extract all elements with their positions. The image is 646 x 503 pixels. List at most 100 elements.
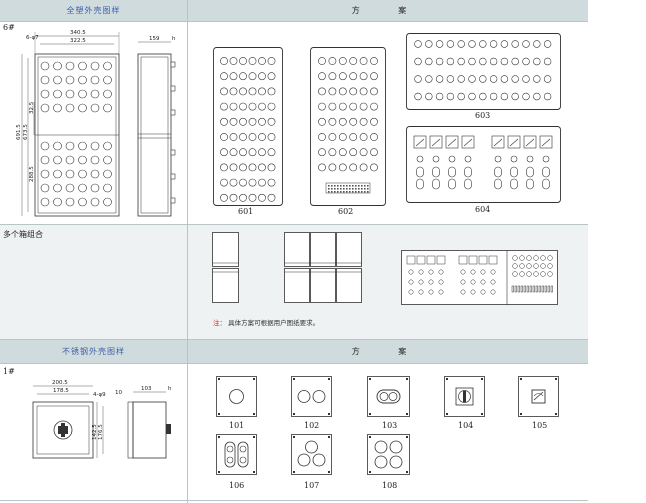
hole [318, 102, 326, 111]
hole [248, 148, 257, 157]
hole [522, 57, 530, 66]
hole [239, 178, 247, 187]
hole [229, 117, 238, 126]
hole [464, 155, 472, 163]
hole [267, 148, 276, 157]
meter-needle [415, 138, 425, 147]
hole [522, 40, 530, 48]
hole [267, 72, 276, 81]
hole [359, 57, 368, 65]
hole [90, 197, 100, 207]
terminal [352, 191, 354, 193]
hole [65, 197, 75, 207]
hole [267, 117, 276, 126]
hole [267, 133, 276, 141]
terminal [331, 188, 333, 190]
hole [446, 40, 455, 48]
hole [248, 102, 257, 111]
hole [53, 169, 62, 179]
hole [103, 61, 112, 71]
dim-200-5: 200.5 [52, 380, 68, 386]
hole [512, 271, 518, 277]
caption-106: 106 [229, 481, 245, 490]
terminal [358, 185, 360, 187]
dim-288-5: 288.5 [29, 166, 35, 182]
terminal [334, 191, 336, 193]
hole [470, 279, 476, 285]
hole [460, 269, 466, 275]
dim-178-5: 178.5 [53, 388, 69, 394]
hole [318, 72, 326, 81]
hole [359, 87, 368, 96]
hole [500, 75, 509, 83]
hole [328, 72, 337, 81]
hole [349, 148, 358, 157]
hole [489, 75, 498, 83]
terminal [523, 285, 526, 293]
hole [414, 57, 422, 66]
caption-602: 602 [338, 207, 354, 216]
hole [328, 57, 337, 65]
hole [489, 92, 498, 101]
hole [359, 72, 368, 81]
hole [338, 87, 347, 96]
hole [489, 57, 498, 66]
switch-slot [432, 178, 440, 190]
switch-slot [494, 166, 502, 178]
hole [258, 193, 266, 202]
hole [510, 155, 518, 163]
hole [258, 102, 266, 111]
hole [438, 289, 444, 295]
terminal [355, 188, 357, 190]
terminal [547, 285, 550, 293]
hole [220, 148, 228, 157]
caption-108: 108 [382, 481, 398, 490]
meter-needle [525, 138, 535, 147]
hole [425, 75, 433, 83]
hole [519, 263, 525, 269]
meter-needle [509, 138, 519, 147]
switch-slot [542, 178, 550, 190]
terminal [349, 188, 351, 190]
hole [494, 155, 502, 163]
dim-691-5: 691.5 [16, 124, 22, 140]
hole [500, 92, 509, 101]
row-divider-4 [0, 363, 588, 364]
hole [239, 102, 247, 111]
hole [470, 289, 476, 295]
hole [479, 40, 487, 48]
hole [328, 102, 337, 111]
terminal [511, 285, 514, 293]
scheme-103 [367, 376, 410, 417]
meter-needle [463, 138, 473, 147]
terminal [352, 188, 354, 190]
hole [533, 92, 541, 101]
scheme-102 [291, 376, 332, 417]
dim-32-5: 32.5 [29, 101, 35, 114]
hole [370, 102, 378, 111]
hole [511, 40, 519, 48]
hole [349, 57, 358, 65]
hole [370, 117, 378, 126]
row-divider-5 [0, 500, 588, 501]
hole [103, 183, 112, 193]
dim-6-phi7: 6-φ7 [26, 35, 39, 41]
hole [40, 155, 50, 165]
hole [460, 279, 466, 285]
dim-340-5: 340.5 [70, 30, 86, 36]
meter-window [523, 135, 537, 149]
dim-176-5: 176.5 [98, 424, 104, 440]
hole [220, 57, 228, 65]
scheme-601-panel [213, 47, 283, 206]
switch-slot [448, 178, 456, 190]
hole [328, 148, 337, 157]
terminal [520, 285, 523, 293]
hole [428, 269, 434, 275]
hole [90, 141, 100, 151]
meter-window [426, 255, 436, 265]
hole [78, 197, 87, 207]
hole [318, 117, 326, 126]
terminal [328, 191, 330, 193]
switch-slot [526, 166, 534, 178]
terminal [337, 185, 339, 187]
